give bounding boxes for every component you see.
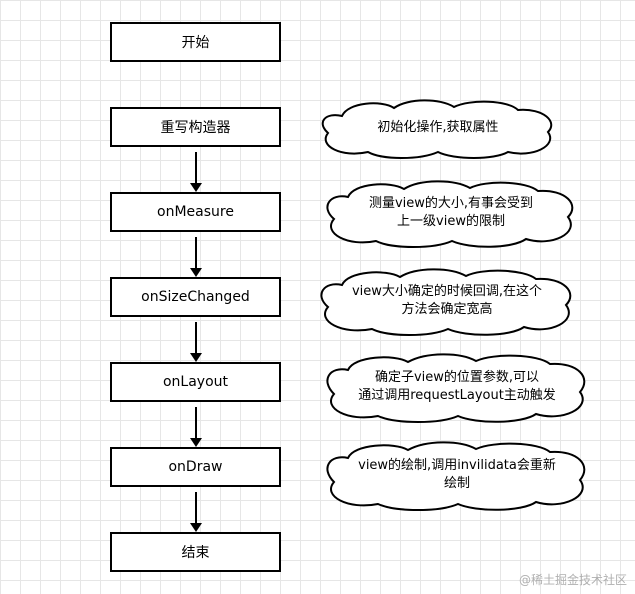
cloud-shape (326, 441, 586, 511)
arrow-head (190, 268, 202, 277)
step-box-start[interactable]: 开始 (110, 22, 281, 62)
note-line: view大小确定的时候回调,在这个 (351, 284, 543, 299)
step-label: onDraw (168, 459, 223, 475)
step-label: 重写构造器 (160, 120, 231, 136)
step-label: onLayout (162, 374, 229, 390)
step-box-onsizechanged[interactable]: onSizeChanged (110, 277, 281, 317)
step-box-ondraw[interactable]: onDraw (110, 447, 281, 487)
step-box-onmeasure[interactable]: onMeasure (110, 192, 281, 232)
watermark: @稀土掘金技术社区 (518, 573, 627, 587)
cloud-shape (326, 180, 574, 248)
step-box-constructor[interactable]: 重写构造器 (110, 107, 281, 147)
note-cloud[interactable]: view大小确定的时候回调,在这个 方法会确定宽高 (320, 268, 574, 336)
cloud-shape (320, 268, 572, 336)
arrow-head (190, 523, 202, 532)
note-line: 确定子view的位置参数,可以 (374, 370, 540, 385)
cloud-shape (321, 99, 553, 159)
step-label: onSizeChanged (141, 289, 250, 305)
note-line: view的绘制,调用invilidata会重新 (358, 458, 556, 473)
arrow-head (190, 353, 202, 362)
note-cloud[interactable]: 测量view的大小,有事会受到 上一级view的限制 (326, 180, 576, 248)
step-label: 结束 (181, 545, 210, 561)
step-label: onMeasure (157, 204, 234, 220)
step-label: 开始 (181, 35, 210, 51)
step-box-onlayout[interactable]: onLayout (110, 362, 281, 402)
step-box-end[interactable]: 结束 (110, 532, 281, 572)
note-line: 通过调用requestLayout主动触发 (358, 388, 556, 403)
note-cloud[interactable]: 初始化操作,获取属性 (321, 99, 554, 159)
cloud-shape (326, 353, 586, 423)
note-cloud[interactable]: 确定子view的位置参数,可以 通过调用requestLayout主动触发 (326, 353, 588, 423)
arrow-head (190, 438, 202, 447)
note-line: 上一级view的限制 (397, 214, 505, 229)
note-line: 绘制 (443, 476, 470, 491)
note-cloud[interactable]: view的绘制,调用invilidata会重新 绘制 (326, 441, 588, 511)
note-line: 测量view的大小,有事会受到 (368, 196, 534, 211)
arrow-head (190, 183, 202, 192)
note-line: 初始化操作,获取属性 (377, 120, 499, 135)
note-line: 方法会确定宽高 (401, 302, 493, 317)
